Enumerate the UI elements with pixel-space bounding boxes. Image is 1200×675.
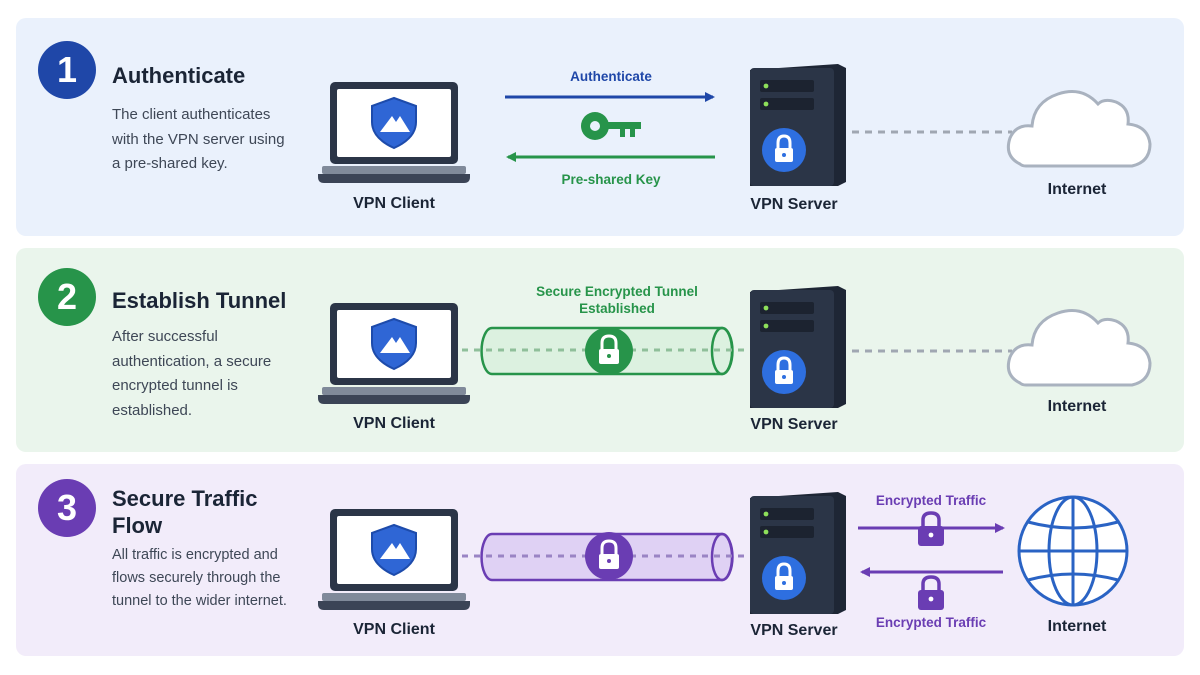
step-1-cloud-icon bbox=[1006, 90, 1152, 168]
step-3-globe-icon bbox=[1017, 495, 1129, 607]
step-1-title: Authenticate bbox=[112, 63, 246, 88]
step-2-cloud-icon bbox=[1006, 309, 1152, 387]
step-2-laptop-shield-icon bbox=[317, 302, 471, 405]
key-icon bbox=[581, 112, 641, 140]
step-2-title: Establish Tunnel bbox=[112, 288, 287, 313]
step-2-server-label: VPN Server bbox=[750, 416, 838, 433]
step-3-title: Secure Traffic Flow bbox=[112, 486, 258, 538]
step-3-outbound-padlock-icon bbox=[918, 511, 944, 546]
step-3-traffic-top-label: Encrypted Traffic bbox=[875, 493, 987, 508]
step-2-padlock-icon bbox=[585, 327, 633, 375]
step-3-inbound-padlock-icon bbox=[918, 575, 944, 610]
step-2-client-label: VPN Client bbox=[353, 415, 435, 432]
step-3-description: All traffic is encrypted and flows secur… bbox=[112, 547, 287, 609]
step-1-server-lock-icon bbox=[748, 62, 848, 188]
step-3-client-label: VPN Client bbox=[353, 621, 435, 638]
step-1-badge: 1 bbox=[38, 41, 96, 99]
step-3-server-lock-icon bbox=[748, 490, 848, 616]
step-1-client-label: VPN Client bbox=[353, 195, 435, 212]
step-3-laptop-shield-icon bbox=[317, 508, 471, 611]
step-2-badge: 2 bbox=[38, 268, 96, 326]
step-1-authenticate-label: Authenticate bbox=[570, 69, 652, 84]
step-3-internet-label: Internet bbox=[1047, 618, 1107, 635]
step-2-tunnel-label: Secure Encrypted Tunnel Established bbox=[536, 284, 698, 316]
step-2-description: After successful authentication, a secur… bbox=[112, 328, 272, 419]
step-1-internet-label: Internet bbox=[1047, 181, 1107, 198]
step-1-preshared-key-label: Pre-shared Key bbox=[561, 172, 661, 187]
step-2-server-lock-icon bbox=[748, 284, 848, 410]
step-2-internet-label: Internet bbox=[1047, 398, 1107, 415]
step-3-padlock-icon bbox=[585, 532, 633, 580]
step-3-badge: 3 bbox=[38, 479, 96, 537]
step-3-traffic-bottom-label: Encrypted Traffic bbox=[875, 615, 987, 630]
step-1-laptop-shield-icon bbox=[317, 81, 471, 184]
step-1-server-label: VPN Server bbox=[750, 196, 838, 213]
step-1-description: The client authenticates with the VPN se… bbox=[112, 106, 285, 172]
step-3-server-label: VPN Server bbox=[750, 622, 838, 639]
